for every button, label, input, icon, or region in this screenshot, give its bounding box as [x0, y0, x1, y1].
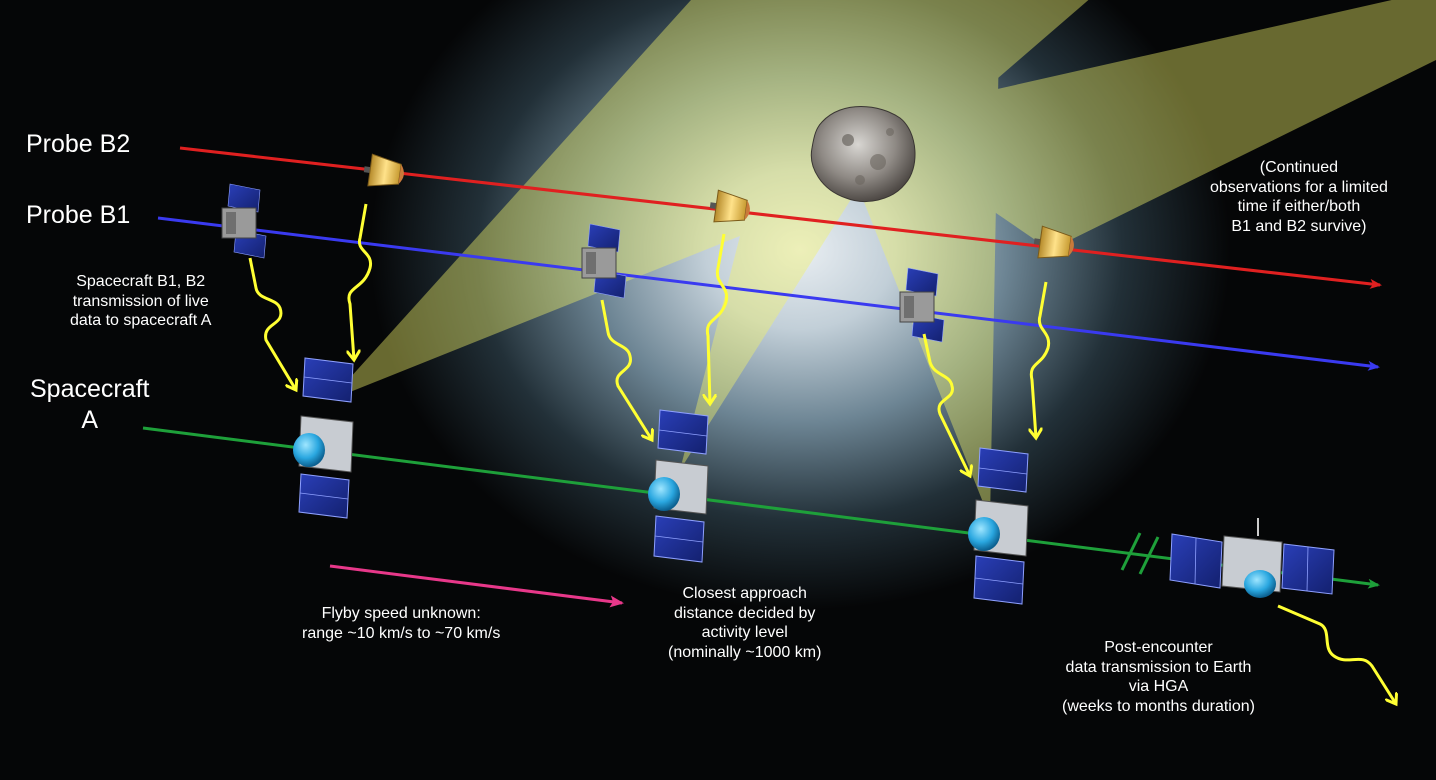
spacecraft-a-icon	[293, 357, 354, 519]
probe-b1-spacecraft-icon	[221, 183, 267, 259]
observation-beams	[330, 0, 1436, 520]
post-encounter-label: Post-encounter data transmission to Eart…	[1062, 639, 1255, 715]
spacecraft-a-label: Spacecraft A	[30, 375, 150, 434]
beam-b2-3	[860, 0, 1436, 250]
probe-b1-trajectory	[157, 216, 1380, 371]
transmission-arrows	[248, 203, 1396, 704]
flyby-speed-label: Flyby speed unknown: range ~10 km/s to ~…	[302, 605, 501, 642]
transmission-arrow	[600, 299, 652, 440]
probe-b1-spacecraft-icon	[581, 223, 627, 299]
probe-b1-spacecraft-icon	[899, 267, 945, 343]
transmission-arrow	[922, 333, 970, 476]
transmission-arrow	[248, 257, 296, 390]
transmission-arrow	[707, 233, 729, 404]
spacecraft-a-icon	[648, 409, 709, 563]
spacecraft-a-post-encounter-icon	[1169, 518, 1335, 598]
probe-b2-icon	[1033, 225, 1074, 259]
closest-approach-label: Closest approach distance decided by act…	[668, 585, 822, 661]
probe-b2-icon	[363, 153, 404, 187]
trajectory-break-marks	[1120, 532, 1160, 575]
probe-b1-label: Probe B1	[26, 201, 131, 229]
b-transmission-label: Spacecraft B1, B2 transmission of live d…	[70, 273, 212, 330]
beam-a1	[330, 0, 1089, 400]
flyby-direction-arrow	[329, 564, 624, 608]
probe-b2-label: Probe B2	[26, 130, 131, 158]
spacecraft-a-icon	[968, 447, 1029, 605]
continued-observations-label: (Continued observations for a limited ti…	[1210, 159, 1388, 235]
transmission-to-earth-arrow	[1277, 604, 1396, 704]
transmission-arrow	[349, 203, 373, 360]
probe-b2-icon	[709, 189, 750, 223]
comet-nucleus	[810, 106, 916, 202]
transmission-arrow	[1031, 281, 1051, 438]
